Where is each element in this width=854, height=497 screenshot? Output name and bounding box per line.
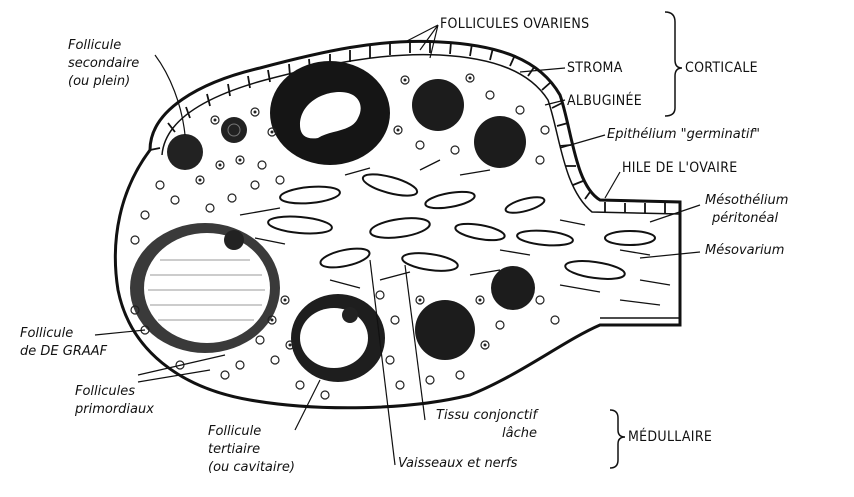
label-follicule-secondaire-2: secondaire: [68, 56, 139, 72]
label-tissu-1: Tissu conjonctif: [436, 408, 537, 424]
label-follicules-ovariens: FOLLICULES OVARIENS: [440, 16, 589, 32]
brace-corticale: [665, 12, 682, 116]
follicle-dark-4: [491, 266, 535, 310]
tertiaire-oocyte: [342, 307, 358, 323]
label-stroma: STROMA: [567, 60, 623, 76]
label-mesothelium-2: péritonéal: [712, 211, 778, 227]
follicle-dark-5: [415, 300, 475, 360]
degraaf-antrum: [144, 233, 270, 343]
label-degraaf-1: Follicule: [20, 326, 73, 342]
label-mesothelium-1: Mésothélium: [705, 193, 788, 209]
label-degraaf-2: de DE GRAAF: [20, 344, 107, 360]
label-tertiaire-3: (ou cavitaire): [208, 460, 295, 476]
label-epithelium: Epithélium "germinatif": [607, 127, 760, 143]
follicule-secondaire: [167, 134, 203, 170]
label-albuginee: ALBUGINÉE: [567, 93, 642, 109]
label-follicule-secondaire-1: Follicule: [68, 38, 121, 54]
label-tissu-2: lâche: [502, 426, 537, 442]
brace-medullaire: [610, 410, 625, 468]
tertiaire-antrum: [300, 308, 368, 368]
label-hile: HILE DE L'OVAIRE: [622, 160, 738, 176]
follicle-dark-3: [474, 116, 526, 168]
follicle-dark-2: [412, 79, 464, 131]
degraaf-cumulus: [224, 230, 244, 250]
label-medullaire: MÉDULLAIRE: [628, 429, 712, 445]
label-follicule-secondaire-3: (ou plein): [68, 74, 130, 90]
label-vaisseaux: Vaisseaux et nerfs: [398, 456, 517, 472]
label-corticale: CORTICALE: [685, 60, 758, 76]
label-mesovarium: Mésovarium: [705, 243, 784, 259]
label-primordiaux-2: primordiaux: [75, 402, 154, 418]
label-primordiaux-1: Follicules: [75, 384, 135, 400]
label-tertiaire-2: tertiaire: [208, 442, 260, 458]
label-tertiaire-1: Follicule: [208, 424, 261, 440]
follicle-small-1: [221, 117, 247, 143]
